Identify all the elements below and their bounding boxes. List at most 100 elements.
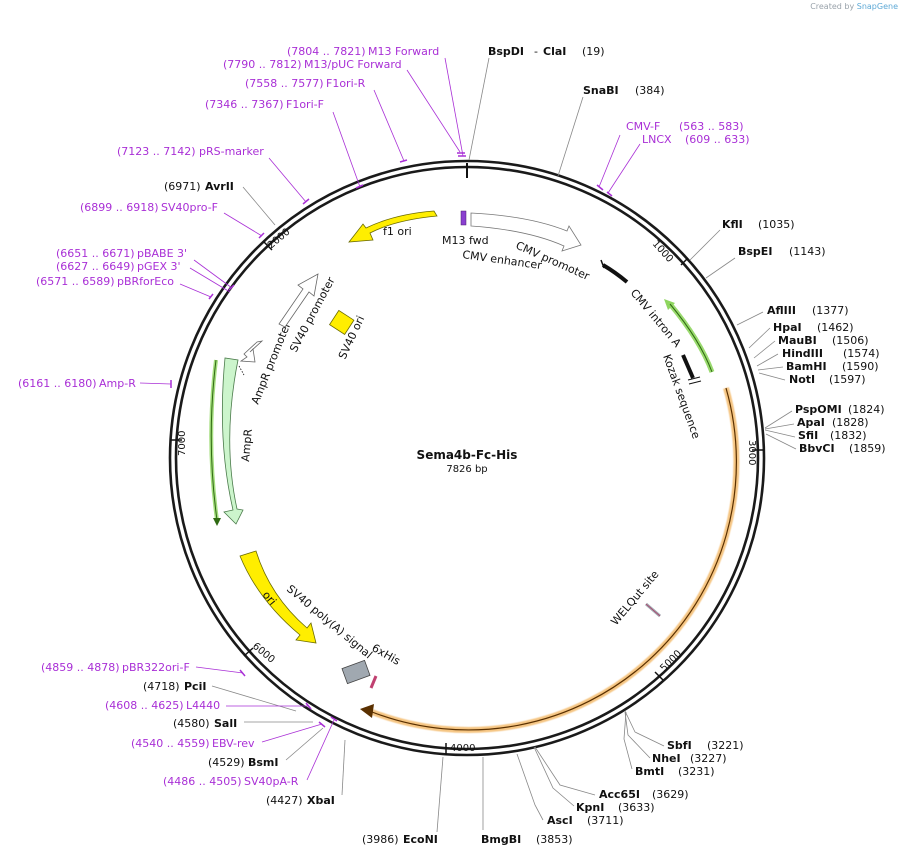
leader-econi — [436, 756, 444, 833]
mark-rsmarker — [302, 198, 310, 205]
primer-pgex3-name: pGEX 3' — [137, 260, 181, 273]
primer-sv40par[interactable]: (4486 .. 4505) SV40pA-R — [163, 775, 299, 788]
site-econi[interactable]: (3986) EcoNI — [362, 833, 438, 846]
feature-cmv-enhancer[interactable]: CMV enhancer CMV promoter — [462, 212, 592, 283]
site-avrii-pos: (6971) — [164, 180, 201, 193]
site-bspdi[interactable]: BspDI - ClaI (19) — [488, 45, 605, 58]
leader-sv40par — [306, 719, 335, 781]
primer-pbrforeco-range: (6571 .. 6589) — [36, 275, 115, 288]
ampr-promoter-label: AmpR promoter — [249, 320, 294, 406]
site-sali-pos: (4580) — [173, 717, 210, 730]
site-sali[interactable]: (4580) SalI — [173, 717, 237, 730]
primer-pbabe3[interactable]: (6651 .. 6671) pBABE 3' — [56, 247, 187, 260]
feature-fc-tag[interactable] — [341, 659, 371, 685]
site-snabi-name: SnaBI — [583, 84, 619, 97]
site-avrii[interactable]: (6971) AvrII — [164, 180, 234, 193]
mark-ebvrev — [318, 721, 326, 728]
primer-l4440[interactable]: (4608 .. 4625) L4440 — [105, 699, 220, 712]
primer-lncx[interactable]: LNCX (609 .. 633) — [642, 133, 750, 146]
site-nhei[interactable]: NheI (3227) — [652, 752, 727, 765]
primer-ampr[interactable]: (6161 .. 6180) Amp-R — [18, 377, 136, 390]
leader-bspdi — [468, 57, 490, 161]
site-sfii[interactable]: SfiI (1832) — [798, 429, 867, 442]
site-pcii[interactable]: (4718) PciI — [143, 680, 206, 693]
primer-cmvf[interactable]: CMV-F (563 .. 583) — [626, 120, 744, 133]
feature-kozak[interactable] — [681, 354, 695, 379]
leader-bbvci — [765, 433, 797, 450]
tick-label-6000: 7000 — [177, 431, 188, 456]
primer-pbrforeco[interactable]: (6571 .. 6589) pBRforEco — [36, 275, 174, 288]
primer-pbrforeco-name: pBRforEco — [117, 275, 174, 288]
site-snabi[interactable]: SnaBI (384) — [583, 84, 665, 97]
feature-orange-orf[interactable] — [360, 387, 740, 733]
primer-pbr322orif[interactable]: (4859 .. 4878) pBR322ori-F — [41, 661, 190, 674]
site-bspei[interactable]: BspEI (1143) — [738, 245, 826, 258]
mark-cmvf — [596, 184, 604, 191]
leader-cmvf — [598, 134, 621, 188]
primer-sv40par-name: SV40pA-R — [244, 775, 299, 788]
site-noti[interactable]: NotI (1597) — [789, 373, 866, 386]
feature-f1-ori[interactable]: f1 ori — [348, 210, 438, 243]
m13-fwd-feature[interactable] — [460, 210, 467, 226]
mark-f1orif — [355, 184, 364, 189]
site-bbvci[interactable]: BbvCI (1859) — [799, 442, 886, 455]
leader-sfii — [764, 429, 796, 438]
primer-m13forward[interactable]: (7804 .. 7821) M13 Forward — [287, 45, 439, 58]
primer-pbr322orif-name: pBR322ori-F — [122, 661, 190, 674]
site-kpni[interactable]: KpnI (3633) — [576, 801, 655, 814]
orange-orf-head — [360, 704, 374, 718]
site-avrii-name: AvrII — [205, 180, 234, 193]
leader-pspomi — [764, 410, 793, 429]
primer-m13puc[interactable]: (7790 .. 7812) M13/pUC Forward — [223, 58, 402, 71]
site-pspomi[interactable]: PspOMI (1824) — [795, 403, 885, 416]
primer-pgex3[interactable]: (6627 .. 6649) pGEX 3' — [56, 260, 181, 273]
site-bmgbi[interactable]: BmgBI (3853) — [481, 833, 573, 846]
site-bsmi[interactable]: (4529) BsmI — [208, 756, 279, 769]
feature-ampr[interactable]: AmpR — [209, 357, 255, 526]
site-acc65i-pos: (3629) — [652, 788, 689, 801]
site-sali-name: SalI — [214, 717, 237, 730]
site-noti-pos: (1597) — [829, 373, 866, 386]
leader-lncx — [607, 143, 641, 194]
welqut-core — [645, 603, 661, 617]
primer-marks — [170, 152, 613, 728]
site-labels: BspDI - ClaI (19) SnaBI (384) KflI (1035… — [143, 45, 886, 846]
primer-ebvrev[interactable]: (4540 .. 4559) EBV-rev — [131, 737, 255, 750]
site-sbfi[interactable]: SbfI (3221) — [667, 739, 744, 752]
primer-sv40prof[interactable]: (6899 .. 6918) SV40pro-F — [80, 201, 218, 214]
site-xbai-pos: (4427) — [266, 794, 303, 807]
primer-rsmarker[interactable]: (7123 .. 7142) pRS-marker — [117, 145, 264, 158]
site-bbvci-pos: (1859) — [849, 442, 886, 455]
leader-ampr-primer — [139, 382, 172, 385]
site-hindiii[interactable]: HindIII (1574) — [782, 347, 880, 360]
site-hpai[interactable]: HpaI (1462) — [773, 321, 854, 334]
leader-pgex3 — [189, 267, 231, 293]
site-aflii[interactable]: AflIII (1377) — [767, 304, 849, 317]
feature-sv40-promoter[interactable]: SV40 promoter — [278, 273, 338, 354]
site-asci[interactable]: AscI (3711) — [547, 814, 624, 827]
site-xbai-name: XbaI — [307, 794, 335, 807]
feature-6xhis[interactable] — [369, 675, 378, 689]
site-maubi[interactable]: MauBI (1506) — [778, 334, 869, 347]
leader-aflii — [736, 311, 764, 326]
site-xbai[interactable]: (4427) XbaI — [266, 794, 335, 807]
leader-hindiii — [756, 353, 779, 367]
leader-ebvrev — [261, 723, 323, 743]
primer-f1orir[interactable]: (7558 .. 7577) F1ori-R — [245, 77, 366, 90]
leader-rsmarker — [268, 157, 307, 203]
site-bamhi[interactable]: BamHI (1590) — [786, 360, 879, 373]
primer-cmvf-range: (563 .. 583) — [679, 120, 744, 133]
site-noti-name: NotI — [789, 373, 815, 386]
leader-m13puc — [406, 69, 461, 153]
leader-pcii — [211, 685, 297, 712]
primer-f1orif[interactable]: (7346 .. 7367) F1ori-F — [205, 98, 324, 111]
cmv-intron-arc — [601, 263, 629, 284]
site-bmti[interactable]: BmtI (3231) — [635, 765, 715, 778]
site-apai[interactable]: ApaI (1828) — [797, 416, 869, 429]
site-kfli[interactable]: KflI (1035) — [722, 218, 795, 231]
feature-sv40-ori[interactable] — [328, 309, 355, 336]
primer-lncx-range: (609 .. 633) — [685, 133, 750, 146]
feature-ampr-promoter[interactable]: AmpR promoter — [238, 320, 294, 406]
site-acc65i[interactable]: Acc65I (3629) — [599, 788, 689, 801]
leader-snabi — [557, 96, 584, 177]
